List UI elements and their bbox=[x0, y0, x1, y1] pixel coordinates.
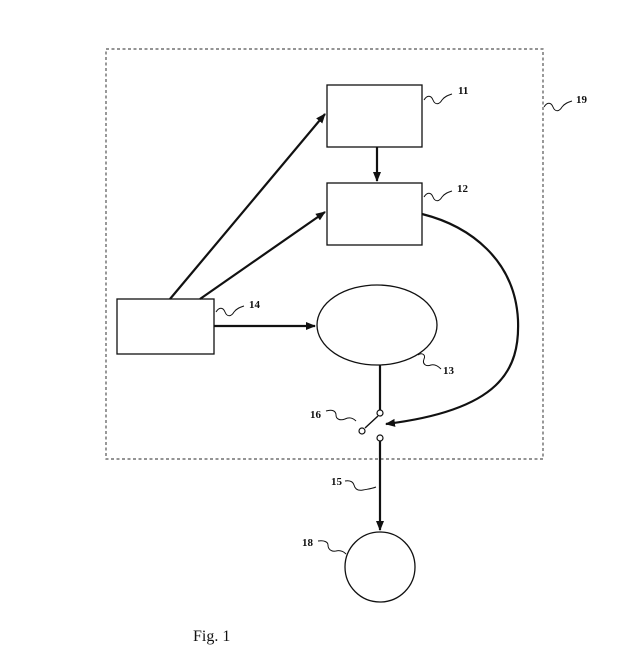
ref-16: 16 bbox=[310, 409, 322, 421]
leader-18 bbox=[317, 540, 347, 555]
ref-19: 19 bbox=[576, 94, 588, 106]
ref-13: 13 bbox=[443, 365, 455, 377]
leader-lines bbox=[215, 93, 573, 555]
leader-19 bbox=[543, 100, 573, 112]
ellipse-13 bbox=[316, 284, 438, 366]
ref-12: 12 bbox=[457, 183, 469, 195]
leader-13 bbox=[417, 353, 442, 370]
arrow-14-to-11 bbox=[169, 113, 326, 300]
ref-18: 18 bbox=[302, 537, 314, 549]
arrow-12-to-switch bbox=[385, 212, 520, 427]
leader-14 bbox=[215, 305, 245, 317]
circle-18 bbox=[344, 531, 416, 603]
switch-16 bbox=[358, 409, 384, 442]
ref-14: 14 bbox=[249, 299, 261, 311]
block-11 bbox=[326, 84, 423, 148]
block-14 bbox=[116, 298, 215, 355]
ref-15: 15 bbox=[331, 476, 343, 488]
block-12 bbox=[326, 182, 423, 246]
leader-15 bbox=[344, 480, 377, 491]
figure-caption: Fig. 1 bbox=[193, 628, 230, 645]
leader-11 bbox=[423, 93, 453, 105]
arrow-14-to-12 bbox=[199, 211, 326, 300]
ref-11: 11 bbox=[458, 85, 468, 97]
leader-12 bbox=[423, 190, 453, 202]
leader-16 bbox=[325, 409, 357, 422]
